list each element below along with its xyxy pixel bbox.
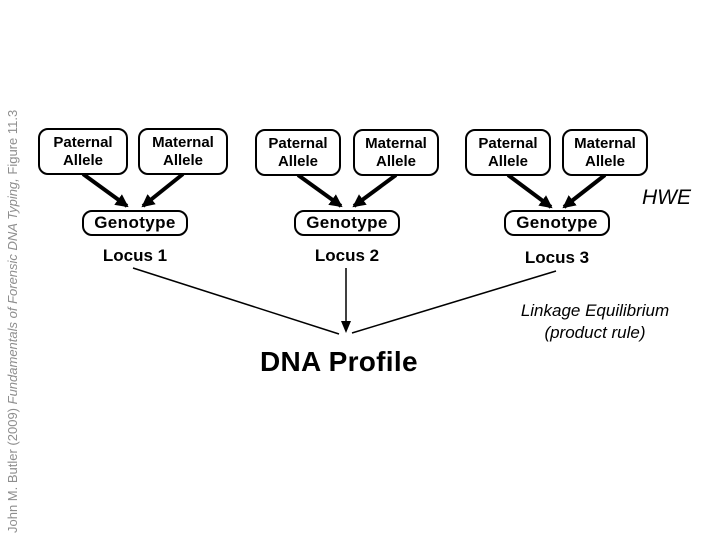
linkage-equilibrium-line1: Linkage Equilibrium <box>520 301 670 320</box>
maternal-allele-box-1: Maternal Allele <box>138 128 228 175</box>
genotype-label-1: Genotype <box>94 213 176 232</box>
arrow-paternal-to-genotype-1 <box>81 172 129 208</box>
genotype-label-2: Genotype <box>306 213 388 232</box>
genotype-box-1: Genotype <box>82 210 188 236</box>
hwe-annotation: HWE <box>642 186 691 209</box>
dna-profile-title: DNA Profile <box>260 346 418 377</box>
paternal-allele-label-1: Paternal Allele <box>53 133 113 169</box>
locus-2-label: Locus 2 <box>314 246 380 265</box>
arrow-paternal-to-genotype-3 <box>506 173 553 209</box>
paternal-allele-box-3: Paternal Allele <box>465 129 551 176</box>
locus-3-label: Locus 3 <box>524 248 590 267</box>
maternal-allele-label-3: Maternal Allele <box>574 134 636 170</box>
maternal-allele-label-2: Maternal Allele <box>365 134 427 170</box>
arrow-maternal-to-genotype-3 <box>562 173 607 209</box>
citation-sidebar: John M. Butler (2009) Fundamentals of Fo… <box>5 110 20 533</box>
maternal-allele-box-3: Maternal Allele <box>562 129 648 176</box>
genotype-box-2: Genotype <box>294 210 400 236</box>
maternal-allele-box-2: Maternal Allele <box>353 129 439 176</box>
paternal-allele-box-1: Paternal Allele <box>38 128 128 175</box>
genotype-box-3: Genotype <box>504 210 610 236</box>
locus-1-label: Locus 1 <box>102 246 168 265</box>
paternal-allele-label-2: Paternal Allele <box>268 134 328 170</box>
genotype-label-3: Genotype <box>516 213 598 232</box>
citation-author: John M. Butler (2009) <box>5 404 20 533</box>
paternal-allele-label-3: Paternal Allele <box>478 134 538 170</box>
citation-book-title: Fundamentals of Forensic DNA Typing, <box>5 178 20 405</box>
linkage-equilibrium-line2: (product rule) <box>544 323 646 342</box>
maternal-allele-label-1: Maternal Allele <box>152 133 214 169</box>
paternal-allele-box-2: Paternal Allele <box>255 129 341 176</box>
line-locus1-to-profile <box>132 267 340 335</box>
arrow-paternal-to-genotype-2 <box>296 173 343 208</box>
linkage-equilibrium-annotation: Linkage Equilibrium (product rule) <box>500 300 690 344</box>
citation-figure: Figure 11.3 <box>5 109 20 179</box>
arrow-maternal-to-genotype-2 <box>352 173 398 208</box>
arrow-maternal-to-genotype-1 <box>141 172 185 208</box>
